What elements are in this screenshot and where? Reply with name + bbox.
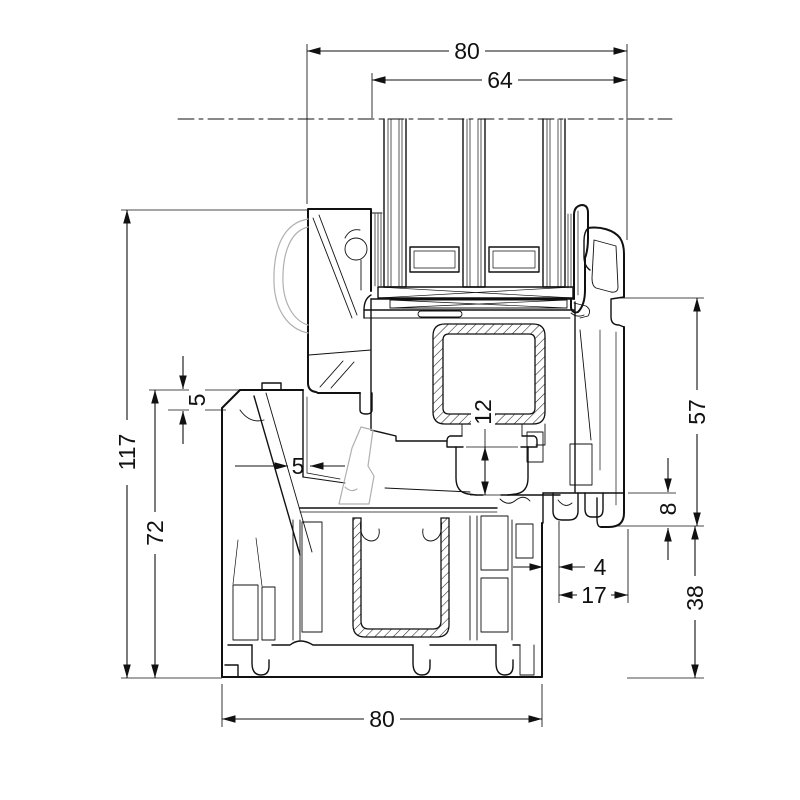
dim-right-lower-label: 38 [682, 585, 708, 611]
dim-sill-overhang-label: 17 [581, 582, 607, 608]
dim-left-overall: 117 [114, 210, 140, 678]
glazing-spacer-bar [488, 246, 540, 273]
gasket-groove-notch [610, 296, 625, 328]
glazing-spacer-bar [409, 246, 460, 273]
dim-top-glazing: 64 [372, 67, 627, 93]
dim-left-overlap: 5 [179, 356, 210, 444]
dim-rebate-step: 8 [655, 458, 681, 560]
glass-pane [383, 118, 407, 288]
extension-lines [121, 44, 704, 727]
dim-bottom-overall: 80 [222, 706, 542, 732]
glass-pane [462, 118, 486, 288]
frame-exterior-upstand [542, 226, 625, 528]
dim-left-frame: 72 [142, 390, 168, 678]
dim-top-glazing-label: 64 [487, 67, 513, 93]
dim-top-overall: 80 [307, 38, 627, 64]
hardware-groove [446, 423, 538, 496]
dim-rebate-step-label: 8 [655, 503, 681, 516]
dim-right-lower: 38 [682, 526, 708, 678]
triple-glazing-unit [377, 118, 574, 309]
dim-hardware-groove: 12 [470, 396, 496, 495]
glazing-setting-block [377, 286, 574, 309]
frame-gasket-detail [499, 496, 531, 504]
glazing-gasket-lines [374, 213, 382, 287]
screw-boss [422, 519, 442, 542]
frame-profile [221, 226, 625, 678]
dim-sill-gap: 4 [513, 554, 607, 580]
dim-sash-clearance-label: 5 [292, 453, 305, 479]
dim-left-overlap-label: 5 [184, 394, 210, 407]
dim-left-overall-label: 117 [114, 434, 140, 471]
dim-left-frame-label: 72 [142, 520, 168, 546]
sash-steel-reinforcement [432, 323, 546, 425]
gasket-phantom-outline [273, 218, 375, 505]
glass-pane [542, 118, 566, 288]
dim-bottom-overall-label: 80 [369, 706, 395, 732]
frame-steel-reinforcement [352, 517, 450, 638]
screw-boss [360, 519, 380, 542]
dim-right-upper: 57 [684, 298, 710, 526]
dim-hardware-groove-label: 12 [470, 399, 496, 425]
dim-sash-clearance: 5 [235, 453, 345, 479]
dim-right-upper-label: 57 [684, 399, 710, 425]
bead-clip-detail [344, 237, 368, 261]
sash-profile [307, 204, 591, 496]
exterior-glazing-gasket [573, 302, 591, 319]
mounting-foot [251, 644, 535, 676]
drainage-slot [417, 310, 463, 318]
sash-bottom-nub [359, 392, 373, 415]
dim-sill-gap-label: 4 [594, 554, 607, 580]
dim-top-overall-label: 80 [454, 38, 480, 64]
frame-rib [261, 382, 282, 391]
dim-sill-overhang: 17 [559, 582, 628, 608]
